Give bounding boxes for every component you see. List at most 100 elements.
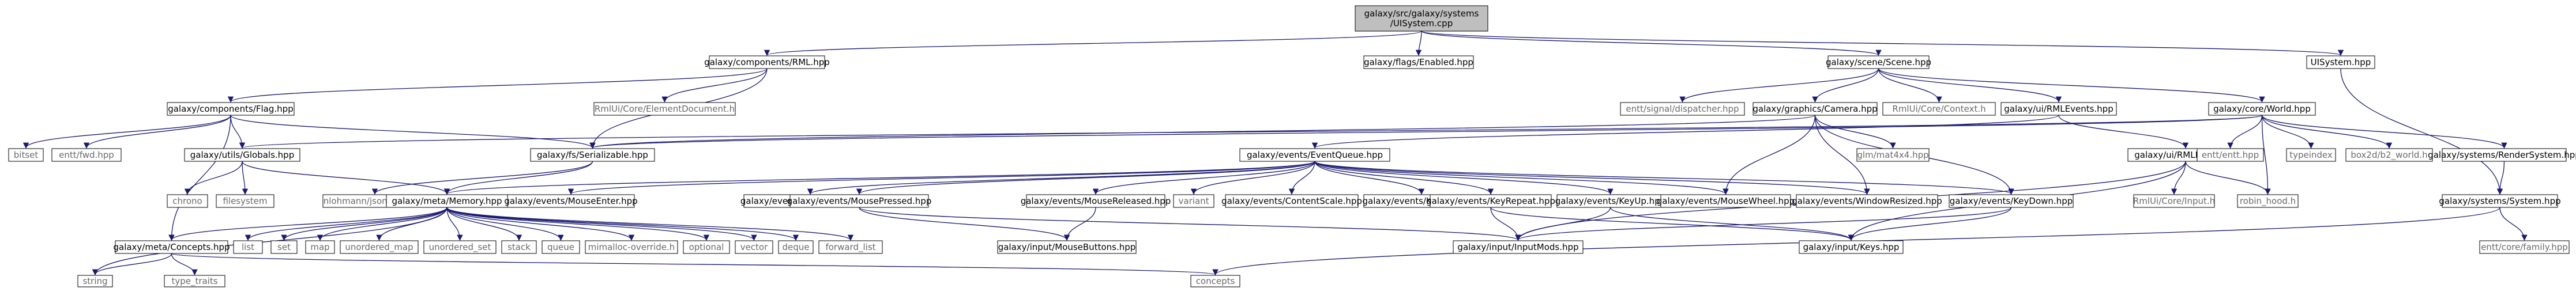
edge-core_world-to-utils_globals: [240, 115, 2263, 149]
edge-components_rml-to-components_flag: [228, 68, 768, 103]
node-fs-serializable[interactable]: galaxy/fs/Serializable.hpp: [530, 148, 655, 162]
edge-scene-to-entt_dispatcher: [1679, 68, 1879, 103]
edge-meta_concepts-to-string: [92, 253, 172, 276]
node-ui-rmlevents[interactable]: galaxy/ui/RMLEvents.hpp: [2000, 102, 2117, 116]
node-events-eventqueue[interactable]: galaxy/events/EventQueue.hpp: [1239, 148, 1390, 162]
edge-meta_concepts-to-concepts: [171, 253, 1218, 276]
node-label: galaxy/core/World.hpp: [2213, 104, 2311, 114]
node-bitset: bitset: [8, 148, 44, 162]
node-label: entt/fwd.hpp: [59, 150, 114, 160]
edge-events_eventqueue-to-meta_memory: [444, 161, 1315, 195]
node-events-contentscale[interactable]: galaxy/events/ContentScale.hpp: [1221, 194, 1362, 208]
node-concepts: concepts: [1190, 275, 1240, 287]
edge-meta_memory-to-deque: [446, 207, 799, 241]
node-events-windowresized[interactable]: galaxy/events/WindowResized.hpp: [1792, 194, 1942, 208]
edge-systems_rendersystem-to-systems_system: [2496, 161, 2505, 195]
edge-components_flag-to-utils_globals: [230, 115, 246, 149]
dependency-edges: [22, 31, 2528, 276]
edge-root-to-scene: [1421, 31, 1882, 56]
node-rmlui-context: RmlUi/Core/Context.h: [1882, 102, 1996, 116]
node-events-keydown[interactable]: galaxy/events/KeyDown.hpp: [1949, 194, 2074, 208]
node-utils-globals[interactable]: galaxy/utils/Globals.hpp: [184, 148, 300, 162]
node-label: galaxy/src/galaxy/systems: [1364, 9, 1479, 19]
edge-core_world-to-entt_entt: [2227, 115, 2263, 149]
edge-meta_memory-to-vector: [446, 207, 757, 241]
node-events-mousewheel[interactable]: galaxy/events/MouseWheel.hpp: [1657, 194, 1795, 208]
edge-utils_globals-to-meta_memory: [242, 161, 450, 195]
node-label: galaxy/fs/Serializable.hpp: [537, 150, 648, 160]
node-events-mousepressed[interactable]: galaxy/events/MousePressed.hpp: [787, 194, 932, 208]
node-queue: queue: [541, 240, 580, 254]
edge-meta_memory-to-mimalloc: [446, 207, 635, 241]
edge-scene-to-graphics_camera: [1812, 68, 1879, 103]
node-optional: optional: [683, 240, 730, 254]
node-label: RmlUi/Core/ElementDocument.h: [595, 104, 735, 114]
edge-components_flag-to-fs_serializable: [230, 115, 596, 149]
edge-events_eventqueue-to-events_keyup: [1314, 161, 1614, 195]
node-scene[interactable]: galaxy/scene/Scene.hpp: [1826, 55, 1931, 69]
edge-scene-to-core_world: [1878, 68, 2265, 103]
node-label: deque: [782, 242, 809, 252]
node-root[interactable]: galaxy/src/galaxy/systems/UISystem.cpp: [1355, 5, 1488, 32]
node-events-keyrepeat[interactable]: galaxy/events/KeyRepeat.hpp: [1426, 194, 1555, 208]
edge-core_world-to-box2d_world: [2261, 115, 2393, 149]
edge-ui_rmlevents-to-events_eventqueue: [1312, 115, 2059, 149]
edge-ui_rmlevents-to-ui_rmlinput: [2058, 115, 2189, 149]
edge-components_flag-to-meta_concepts: [168, 115, 231, 241]
edge-events_eventqueue-to-events_keydown: [1314, 161, 2014, 195]
edge-events_eventqueue-to-events_mousepressed: [856, 161, 1315, 195]
node-meta-memory[interactable]: galaxy/meta/Memory.hpp: [386, 194, 508, 208]
edge-events_eventqueue-to-variant: [1190, 161, 1315, 195]
edge-meta_memory-to-forward_list: [446, 207, 853, 241]
edge-components_rml-to-rmlui_elementdocument: [661, 68, 768, 103]
node-events-keyup[interactable]: galaxy/events/KeyUp.hpp: [1555, 194, 1665, 208]
node-label: galaxy/graphics/Camera.hpp: [1753, 104, 1877, 114]
edge-systems_system-to-entt_core_family: [2499, 207, 2528, 241]
edge-meta_concepts-to-type_traits: [171, 253, 198, 276]
edge-utils_globals-to-filesystem: [242, 161, 249, 195]
node-label: chrono: [172, 196, 202, 206]
node-label: galaxy/input/InputMods.hpp: [1457, 242, 1578, 252]
node-unordered-map: unordered_map: [340, 240, 419, 254]
node-input-mousebuttons[interactable]: galaxy/input/MouseButtons.hpp: [997, 240, 1137, 254]
node-flags-enabled[interactable]: galaxy/flags/Enabled.hpp: [1363, 55, 1474, 69]
edge-ui_rmlinput-to-robin_hood: [2185, 161, 2271, 195]
node-components-rml[interactable]: galaxy/components/RML.hpp: [704, 55, 830, 69]
node-events-mousereleased[interactable]: galaxy/events/MouseReleased.hpp: [1021, 194, 1171, 208]
node-label: queue: [547, 242, 574, 252]
node-input-keys[interactable]: galaxy/input/Keys.hpp: [1799, 240, 1904, 254]
node-systems-rendersystem[interactable]: galaxy/systems/RenderSystem.hpp: [2428, 148, 2576, 162]
edge-meta_memory-to-set: [281, 207, 447, 241]
node-label: galaxy/meta/Concepts.hpp: [113, 242, 230, 252]
node-string: string: [77, 275, 113, 287]
edge-events_eventqueue-to-events_mousewheel: [1314, 161, 1729, 195]
node-components-flag[interactable]: galaxy/components/Flag.hpp: [167, 102, 295, 116]
node-label: galaxy/events/WindowResized.hpp: [1792, 196, 1942, 206]
node-unordered-set: unordered_set: [423, 240, 497, 254]
node-uisystem[interactable]: UISystem.hpp: [2306, 55, 2375, 69]
edge-scene-to-ui_rmlevents: [1878, 68, 2062, 103]
node-label: entt/core/family.hpp: [2481, 242, 2568, 252]
node-filesystem: filesystem: [216, 194, 274, 208]
node-label: type_traits: [171, 276, 217, 287]
edge-meta_memory-to-optional: [446, 207, 710, 241]
node-core-world[interactable]: galaxy/core/World.hpp: [2208, 102, 2316, 116]
node-label: map: [310, 242, 329, 252]
node-systems-system[interactable]: galaxy/systems/System.hpp: [2439, 194, 2561, 208]
node-events-mouseenter[interactable]: galaxy/events/MouseEnter.hpp: [504, 194, 638, 208]
edge-ui_rmlinput-to-rmlui_input: [2171, 161, 2186, 195]
node-entt-core-family: entt/core/family.hpp: [2479, 240, 2570, 254]
node-robin-hood: robin_hood.h: [2237, 194, 2299, 208]
node-mimalloc: mimalloc-override.h: [585, 240, 678, 254]
node-set: set: [270, 240, 298, 254]
edge-root-to-components_rml: [764, 31, 1422, 56]
edge-events_keyup-to-input_keys: [1609, 207, 1855, 241]
node-rmlui-elementdocument: RmlUi/Core/ElementDocument.h: [593, 102, 736, 116]
node-graphics-camera[interactable]: galaxy/graphics/Camera.hpp: [1753, 102, 1878, 116]
edge-events_eventqueue-to-events_mousereleased: [1092, 161, 1315, 195]
edge-events_eventqueue-to-events_keyrepeat: [1314, 161, 1494, 195]
edge-meta_memory-to-unordered_set: [446, 207, 463, 241]
node-input-inputmods[interactable]: galaxy/input/InputMods.hpp: [1453, 240, 1584, 254]
node-meta-concepts[interactable]: galaxy/meta/Concepts.hpp: [113, 240, 230, 254]
